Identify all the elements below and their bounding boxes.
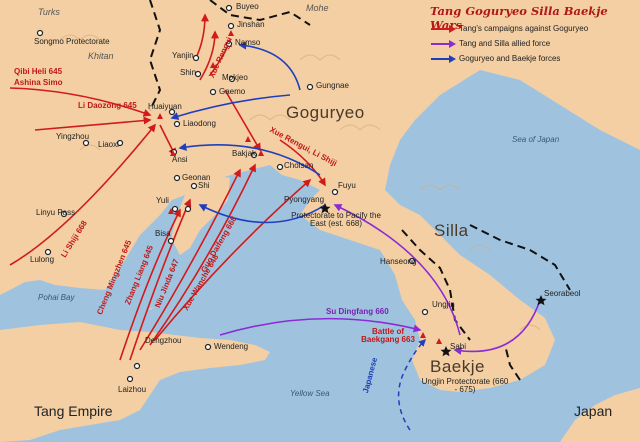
arrow-seorabeol-sabi xyxy=(453,299,541,355)
city-wendeng: Wendeng xyxy=(214,342,249,351)
region-khitan: Khitan xyxy=(88,51,114,61)
city-bakjak: Bakjak xyxy=(232,149,257,158)
border-mohe xyxy=(209,0,311,26)
commander-li-daozong: Li Daozong 645 xyxy=(78,101,137,110)
city-liaoxi: Liaoxi xyxy=(98,140,119,149)
arrow-li-daozong xyxy=(34,116,152,131)
sea-yellow: Yellow Sea xyxy=(290,389,330,398)
city-shin: Shin xyxy=(180,68,197,77)
city-pyongyang: Pyongyang xyxy=(284,195,325,204)
commander-su-dingfang: Su Dingfang 660 xyxy=(326,307,389,316)
city-cholsan: Cholsan xyxy=(284,161,314,170)
city-shi: Shi xyxy=(198,181,210,190)
sea-of-japan: Sea of Japan xyxy=(512,135,560,144)
arrow-japanese xyxy=(397,338,427,431)
city-ansi: Ansi xyxy=(172,155,188,164)
city-buyeo: Buyeo xyxy=(236,2,259,11)
city-gungnae: Gungnae xyxy=(316,81,349,90)
arrow-gungnae-namso xyxy=(238,41,301,91)
legend-item-goguryeo: Goguryeo and Baekje forces xyxy=(430,54,560,63)
city-sabi: Sabi xyxy=(450,342,467,351)
region-mohe: Mohe xyxy=(306,3,329,13)
land-japan xyxy=(560,388,640,442)
legend-item-allied: Tang and Silla allied force xyxy=(430,39,550,48)
legend-item-tang: Tang's campaigns against Goguryeo xyxy=(430,24,588,33)
annotation-ungjin-protectorate: Ungjin Protectorate (660 - 675) xyxy=(421,377,509,394)
annotation-battle-baekgang: Battle of Baekgang 663 xyxy=(361,327,415,344)
city-fuyu: Fuyu xyxy=(338,181,356,190)
legend-purple-arrow-icon xyxy=(431,39,456,48)
legend: Tang Goguryeo Silla Baekje Wars Tang's c… xyxy=(430,4,636,68)
city-jinshan: Jinshan xyxy=(237,20,265,29)
border-silla-baekje xyxy=(401,229,471,341)
land-shandong xyxy=(0,322,270,442)
region-tang-empire: Tang Empire xyxy=(34,403,113,419)
city-ungjin: Ungjin xyxy=(432,300,455,309)
arrow-hanseong-pyongyang xyxy=(333,204,461,336)
arrow-cheng xyxy=(119,208,181,361)
region-goguryeo: Goguryeo xyxy=(286,103,365,122)
sea-pohai-bay: Pohai Bay xyxy=(38,293,75,302)
star-seorabeol xyxy=(535,295,547,306)
city-hanseong: Hanseong xyxy=(380,257,417,266)
region-turks: Turks xyxy=(38,7,60,17)
city-liaodong: Liaodong xyxy=(183,119,216,128)
city-seorabeol: Seorabeol xyxy=(544,289,581,298)
border-silla-east xyxy=(469,224,571,291)
region-silla: Silla xyxy=(434,221,469,240)
city-gaemo: Gaemo xyxy=(219,87,246,96)
arrow-pyongyang-shi xyxy=(198,204,326,224)
city-geonan: Geonan xyxy=(182,173,211,182)
arrow-li-shiji-east xyxy=(279,139,326,187)
arrow-fuyu-ansi xyxy=(178,143,321,176)
legend-blue-arrow-icon xyxy=(431,54,456,63)
arrow-li-shiji xyxy=(9,123,157,266)
star-sabi xyxy=(440,346,452,357)
annotation-protectorate-east: Protectorate to Pacify the East (est. 66… xyxy=(291,211,381,228)
city-yuli: Yuli xyxy=(156,196,169,205)
arrow-niu xyxy=(139,168,241,351)
city-dengzhou: Dengzhou xyxy=(145,336,182,345)
legend-red-arrow-icon xyxy=(431,24,456,33)
arrow-guo xyxy=(154,178,312,341)
commander-qibi: Qibi Heli 645 xyxy=(14,67,63,76)
legend-label-goguryeo: Goguryeo and Baekje forces xyxy=(459,54,561,63)
arrow-north-2 xyxy=(199,30,219,81)
region-japan: Japan xyxy=(574,403,613,419)
arrow-zhang xyxy=(129,198,192,361)
city-linyu: Linyu Pass xyxy=(36,208,76,217)
star-pyongyang xyxy=(319,203,331,214)
city-laizhou: Laizhou xyxy=(118,385,147,394)
city-lulong: Lulong xyxy=(30,255,55,264)
water-bohai xyxy=(105,195,185,312)
arrow-qibi xyxy=(9,87,152,117)
city-yanjin: Yanjin xyxy=(172,51,194,60)
arrow-su-dingfang xyxy=(219,317,422,336)
city-mokjeo: Mokjeo xyxy=(222,73,248,82)
water-laizhou-bay xyxy=(40,295,120,325)
city-songmo: Songmo Protectorate xyxy=(34,37,110,46)
region-baekje: Baekje xyxy=(430,357,485,376)
city-huaiyuan: Huaiyuan xyxy=(148,102,182,111)
legend-label-tang: Tang's campaigns against Goguryeo xyxy=(459,24,589,33)
border-japan xyxy=(504,344,521,381)
arrow-bakjak-south xyxy=(224,89,261,152)
arrow-gungnae-huaiyuan xyxy=(170,94,291,120)
legend-label-allied: Tang and Silla allied force xyxy=(459,39,551,48)
commander-ashina: Ashina Simo xyxy=(14,78,63,87)
arrow-xue-wanche xyxy=(149,163,256,346)
city-namso: Namso xyxy=(235,38,261,47)
city-bisa: Bisa xyxy=(155,229,171,238)
city-yingzhou: Yingzhou xyxy=(56,132,90,141)
